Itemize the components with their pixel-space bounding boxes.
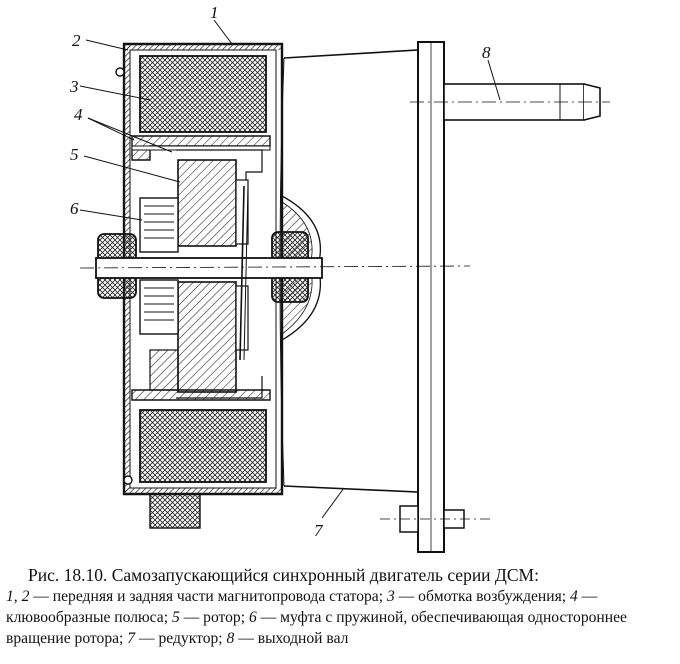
callout-6: 6 — [70, 199, 79, 218]
caption-item-num: 3 — [386, 588, 395, 605]
callout-5: 5 — [70, 145, 79, 164]
excitation-winding — [139, 55, 267, 483]
mounting-plate — [417, 41, 445, 553]
base-block — [149, 493, 201, 529]
caption-item-num: 4 — [570, 588, 578, 605]
caption-item-text: муфта с пружиной, обеспечивающая односто… — [6, 609, 627, 647]
caption-title: Рис. 18.10. Самозапускающийся синхронный… — [28, 565, 539, 585]
leader-lines — [79, 19, 501, 519]
motor-cross-section-drawing: 1 2 3 4 5 6 7 8 — [69, 3, 610, 553]
caption-item-num: 8 — [226, 630, 235, 647]
caption-item-num: 1, 2 — [6, 588, 30, 605]
caption-item-text: передняя и задняя части магнитопровода с… — [52, 588, 384, 605]
callout-3: 3 — [69, 77, 79, 96]
callout-7: 7 — [314, 521, 324, 540]
callout-2: 2 — [72, 31, 81, 50]
caption-item-text: обмотка возбуждения; — [418, 588, 567, 605]
caption-item-text: ротор; — [203, 609, 246, 626]
mounting-bolt — [380, 505, 490, 533]
rotor-shaft — [79, 185, 471, 361]
callout-8: 8 — [482, 43, 491, 62]
output-shaft — [410, 83, 610, 121]
caption-item-num: 5 — [171, 609, 180, 626]
caption-item-text: клювообразные полюса; — [6, 609, 169, 626]
caption-item-text: редуктор; — [158, 630, 223, 647]
callout-4: 4 — [74, 105, 83, 124]
caption-item-text: выходной вал — [257, 630, 349, 647]
figure-caption: Рис. 18.10. Самозапускающийся синхронный… — [6, 565, 674, 649]
spring-coupling — [139, 197, 179, 391]
caption-item-num: 7 — [127, 630, 136, 647]
callout-1: 1 — [210, 3, 219, 22]
caption-body: 1, 2 — передняя и задняя части магнитопр… — [6, 588, 627, 647]
caption-item-num: 6 — [248, 609, 257, 626]
